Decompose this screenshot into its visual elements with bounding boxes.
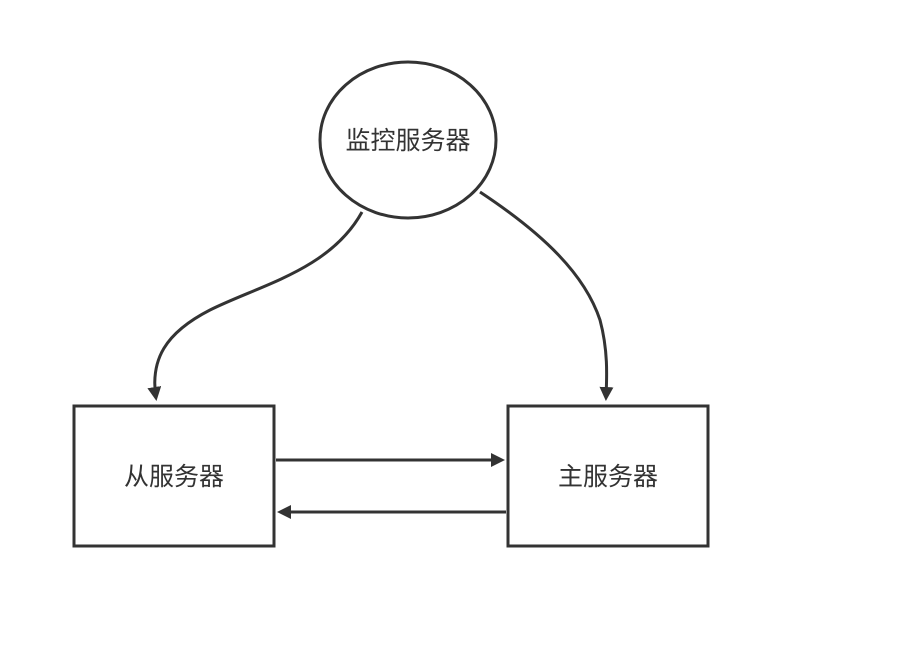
monitor-server-node xyxy=(318,60,498,220)
edge-monitor-to-slave xyxy=(147,211,364,401)
slave-server-label: 从服务器 xyxy=(123,461,224,491)
monitor-server-label: 监控服务器 xyxy=(345,125,471,155)
edge-monitor-to-master xyxy=(479,190,614,401)
master-server-label: 主服务器 xyxy=(557,461,658,491)
slave-server-node xyxy=(72,404,276,548)
master-server-node xyxy=(506,404,710,548)
